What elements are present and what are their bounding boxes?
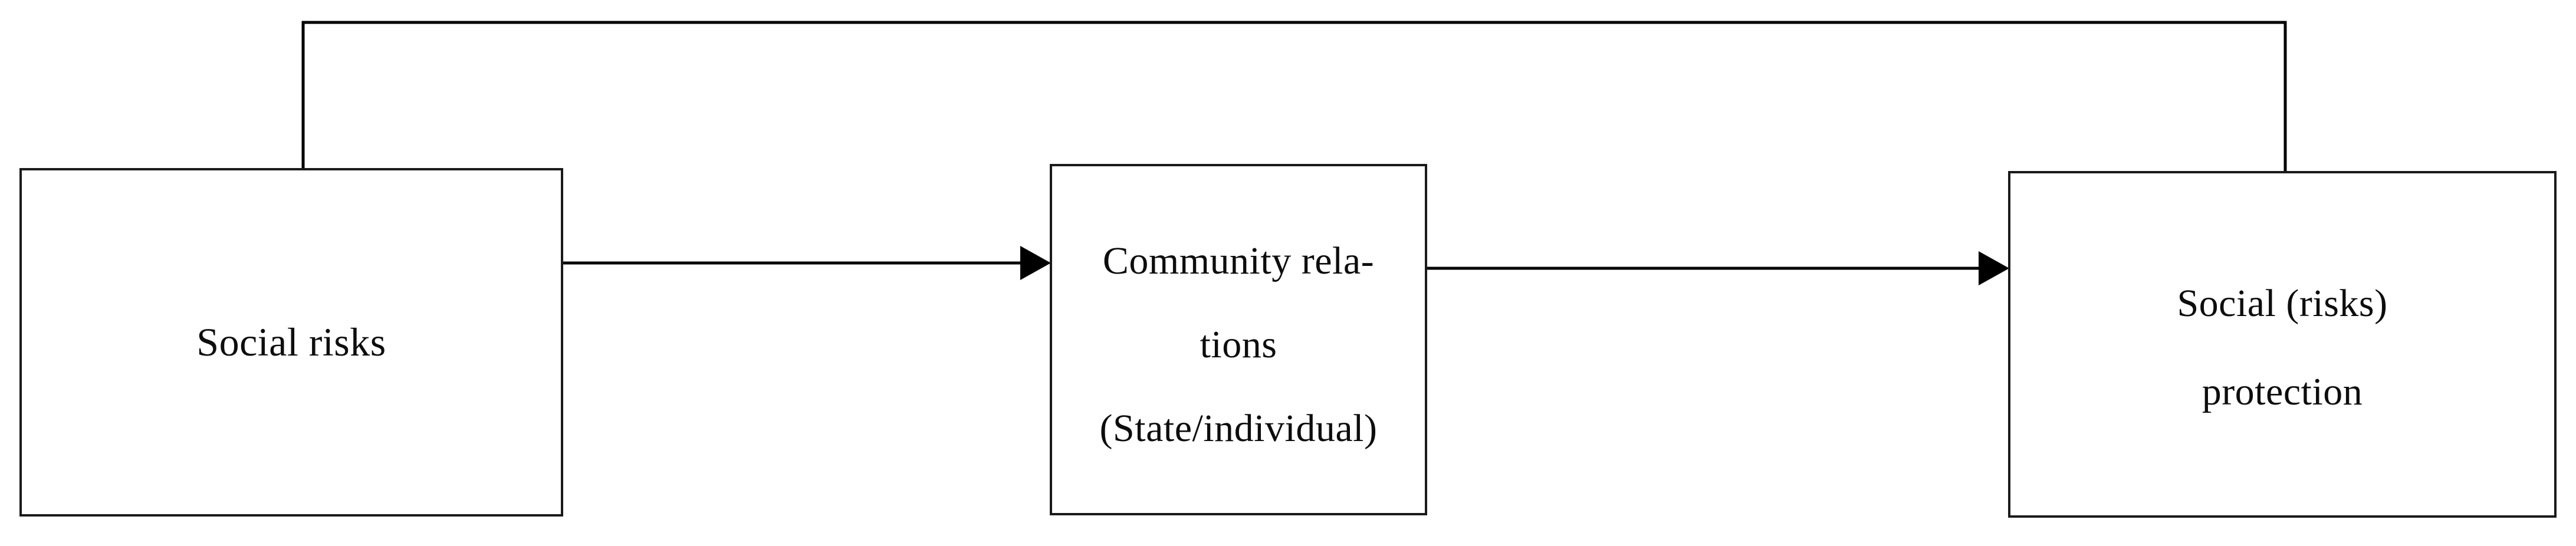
node-social-risks[interactable]: Social risks	[19, 168, 563, 517]
node-social-risks-protection-line-2: protection	[2202, 370, 2363, 413]
arrow-social-risks-to-community-relations	[563, 246, 1051, 280]
node-community-relations-line-1: Community rela-	[1102, 239, 1375, 282]
node-community-relations[interactable]: Community rela- tions (State/individual)	[1050, 164, 1427, 515]
arrowhead	[1020, 246, 1051, 280]
node-social-risks-protection-line-1: Social (risks)	[2177, 282, 2388, 325]
node-social-risks-line-1: Social risks	[196, 319, 386, 364]
arrowhead	[1979, 251, 2009, 285]
arrow-community-relations-to-social-protection	[1427, 251, 2009, 285]
node-community-relations-line-3: (State/individual)	[1099, 407, 1378, 450]
node-community-relations-line-2: tions	[1200, 323, 1277, 366]
node-social-risks-protection[interactable]: Social (risks) protection	[2008, 171, 2557, 518]
